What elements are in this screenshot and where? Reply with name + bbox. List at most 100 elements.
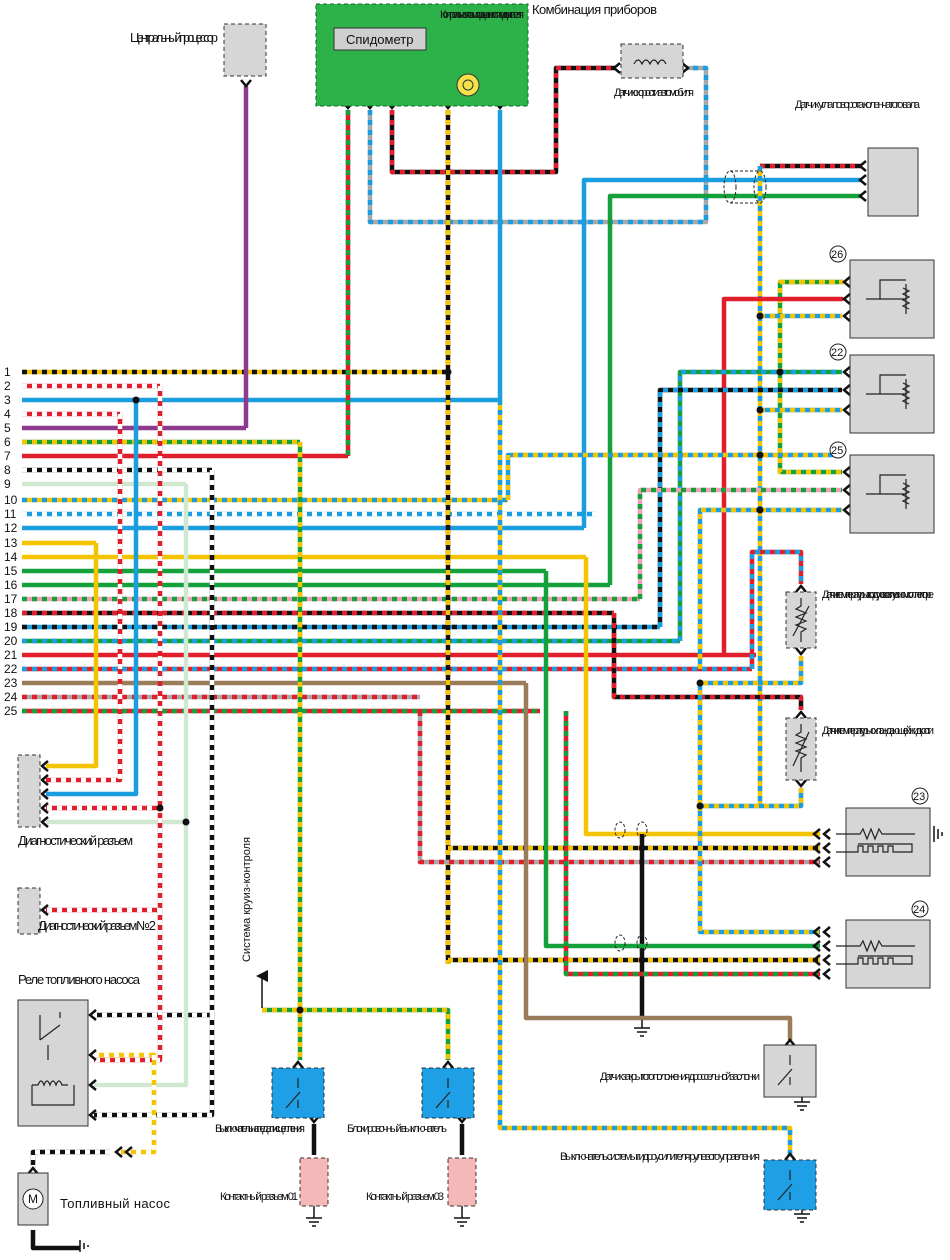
junction-dot [156, 804, 164, 812]
wire-number-label: 22 [4, 662, 18, 676]
circled-number-23: 23 [911, 787, 929, 805]
wire-number-label: 18 [4, 606, 18, 620]
coil-icon [633, 59, 667, 66]
power-steering-switch-label: Выключатель системы гидроусилителя рулев… [560, 1151, 760, 1163]
ect-wire-stripe [697, 683, 804, 809]
svg-text:23: 23 [913, 791, 925, 803]
circled-number-25: 25 [829, 441, 847, 459]
wire-number-label: 15 [4, 564, 18, 578]
thermistor-icon [792, 598, 810, 642]
svg-text:26: 26 [831, 249, 843, 261]
connector-01-box [299, 1157, 329, 1207]
connector-pin [681, 62, 690, 74]
cruise-wire-stripe [262, 1007, 451, 1060]
connector-pin [88, 1049, 97, 1061]
crank-sensor-label: Датчик угла поворота коленчатого вала [795, 99, 921, 111]
speed-sensor-label: Датчик скорости автомобиля [614, 87, 694, 99]
wire-number-label: 17 [4, 592, 18, 606]
clutch-switch-box [271, 1067, 325, 1119]
speedometer-box [333, 27, 427, 51]
wire-number-label: 10 [4, 493, 18, 507]
motor-icon [22, 1188, 44, 1210]
connector-pin [842, 366, 851, 378]
relay-wire [94, 470, 215, 1018]
wire-number-label: 23 [4, 676, 18, 690]
ground-icon [79, 826, 943, 1252]
heater-icon [836, 827, 915, 965]
instrument-cluster-label: Комбинация приборов [532, 2, 657, 17]
junction-dot [756, 406, 764, 414]
connector-pin [822, 856, 831, 868]
junction-dot [296, 1006, 304, 1014]
injector-wire-stripe [505, 452, 842, 500]
connector-pin [842, 484, 851, 496]
injector-wire [697, 507, 842, 669]
connector-03-label: Контактный разъем 03 [366, 1191, 444, 1203]
fuel-pump-label: Топливный насос [60, 1196, 171, 1211]
wire-number-label: 14 [4, 550, 18, 564]
injector-wire-stripe [777, 279, 845, 475]
o2-wire [543, 571, 820, 949]
wire-number-label: 19 [4, 620, 18, 634]
wire-number-label: 12 [4, 521, 18, 535]
connector-pin [858, 174, 867, 186]
o2-wire [697, 806, 820, 935]
connector-pin [88, 1109, 97, 1121]
relay-wire-stripe [94, 1015, 215, 1118]
diag-wire-stripe [46, 414, 123, 783]
iat-wire-stripe [700, 656, 804, 686]
crank-wire [581, 177, 862, 528]
wires-layer [22, 65, 862, 1251]
junction-dot [182, 818, 190, 826]
connector-pin [842, 384, 851, 396]
circled-number-26: 26 [829, 245, 847, 263]
o2-wire [563, 711, 820, 977]
connector-pin [40, 760, 49, 772]
wire-numbers: 1234567891011121314151617181920212223242… [4, 365, 18, 718]
injector-wire-stripe [637, 487, 842, 599]
relay-wire-stripe [94, 1052, 157, 1155]
wire-number-label: 8 [4, 463, 11, 477]
cruise-control-label: Система круиз-контроля [241, 837, 253, 962]
connector-pin [842, 404, 851, 416]
connector-pin [812, 926, 821, 938]
wire-number-label: 21 [4, 648, 18, 662]
crank-sensor-box [867, 147, 919, 217]
pump-wire [30, 1230, 80, 1251]
wire-number-label: 11 [4, 507, 17, 521]
connector-pin [812, 828, 821, 840]
check-lamp-label: Контрольная лампа диагностики двигателя [440, 9, 524, 21]
relay-wire-stripe [94, 910, 163, 1063]
connector-pin [124, 1146, 133, 1158]
injector-wire [721, 296, 845, 655]
diag-connector-2-label: Диагностический разъем № 2 [38, 918, 156, 933]
motor-m-glyph: M [28, 1192, 38, 1206]
shield-icon [614, 821, 648, 952]
injector-wire [637, 487, 842, 599]
connector-pin [27, 1166, 39, 1175]
thermistor-icon [792, 724, 810, 772]
connector-pin [812, 940, 821, 952]
junction-dot [638, 844, 646, 852]
junction-dot [696, 679, 704, 687]
wire-number-label: 16 [4, 578, 18, 592]
connector-pin [812, 842, 821, 854]
wire-number-label: 24 [4, 690, 18, 704]
instrument-cluster-box [315, 3, 529, 107]
connector-pin [40, 904, 49, 916]
lock-switch-box [421, 1067, 475, 1119]
ps-wire-stripe [497, 400, 793, 1155]
coolant-temp-label: Датчик температуры охлаждающей жидкости [822, 725, 934, 737]
cpu-label: Центральный процессор [130, 30, 218, 45]
connector-pin [822, 828, 831, 840]
wire-number-label: 4 [4, 407, 11, 421]
junction-dot [776, 368, 784, 376]
wire-number-label: 5 [4, 421, 11, 435]
shield-icon [723, 170, 767, 204]
connector-pin [88, 1079, 97, 1091]
connector-pin [40, 802, 49, 814]
o2-wire-stripe [563, 711, 820, 977]
diag-wire [46, 543, 99, 769]
connector-pin [40, 788, 49, 800]
